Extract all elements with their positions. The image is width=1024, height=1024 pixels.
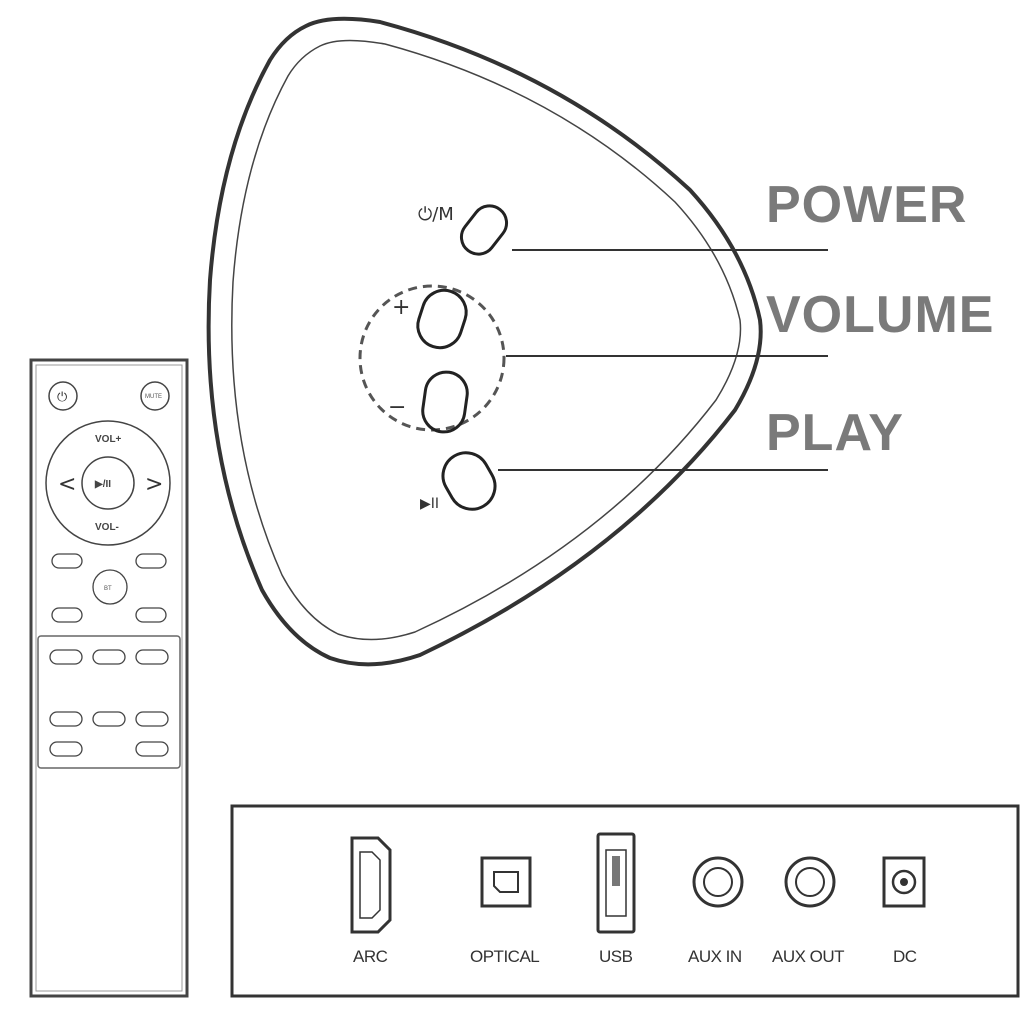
aux-out-label: AUX OUT [772,947,844,966]
speaker-top: ⏻/M + − ▶II [206,16,828,667]
remote-preset-button[interactable] [92,649,126,665]
volume-label: VOLUME [766,286,994,344]
play-button[interactable] [435,444,504,517]
volume-up-button[interactable] [412,285,472,354]
remote-power-icon: ⏻ [57,390,67,405]
aux-out-jack [784,856,836,908]
remote-play-pause-label: ▶/II [94,479,111,490]
remote-small-button[interactable] [135,607,167,623]
remote-preset-button[interactable] [135,649,169,665]
remote-preset-button[interactable] [135,711,169,727]
remote-vol-down-label: VOL- [95,522,119,533]
remote-prev-button[interactable]: < [58,472,76,497]
play-label: PLAY [766,404,904,462]
remote-vol-up-label: VOL+ [95,434,122,445]
remote-bt-button[interactable] [92,569,128,605]
remote-small-button[interactable] [135,553,167,569]
arc-port-label: ARC [353,947,388,966]
usb-port-label: USB [599,947,633,966]
rear-panel-frame [230,804,1020,998]
volume-group-dashed-ring [358,284,506,432]
remote-inner-edge [35,364,183,992]
volume-down-symbol: − [388,395,406,420]
speaker-inner-outline [231,39,742,641]
aux-in-label: AUX IN [688,947,742,966]
remote-mute-text: MUTE [145,394,162,400]
power-label: POWER [766,176,967,234]
remote-body [29,358,189,998]
usb-port [596,832,636,934]
remote-control: ⏻ MUTE ▶/II VOL+ VOL- < > BT [29,358,189,998]
dc-power-jack [882,856,926,908]
power-symbol: ⏻/M [418,204,454,225]
optical-port-label: OPTICAL [470,947,539,966]
remote-power-button[interactable] [48,381,78,411]
remote-preset-button[interactable] [49,711,83,727]
remote-small-button[interactable] [51,607,83,623]
aux-in-jack [692,856,744,908]
remote-preset-button[interactable] [49,649,83,665]
remote-mute-button[interactable] [140,381,170,411]
remote-preset-button[interactable] [135,741,169,757]
dc-port-label: DC [893,947,917,966]
speaker-outer-outline [206,16,763,667]
remote-small-button[interactable] [51,553,83,569]
remote-play-pause-button[interactable] [81,456,135,510]
power-button[interactable] [455,199,514,261]
remote-next-button[interactable]: > [145,472,163,497]
volume-up-symbol: + [392,295,410,320]
remote-nav-ring[interactable] [45,420,171,546]
optical-port [480,856,532,908]
remote-bt-label: BT [104,586,112,592]
hdmi-arc-port [350,836,392,934]
play-symbol: ▶II [420,496,439,512]
volume-down-button[interactable] [420,369,470,434]
rear-port-panel: ARC OPTICAL USB AUX IN AUX OUT [230,804,1020,998]
remote-preset-button[interactable] [92,711,126,727]
remote-preset-panel [37,635,181,769]
remote-preset-button[interactable] [49,741,83,757]
